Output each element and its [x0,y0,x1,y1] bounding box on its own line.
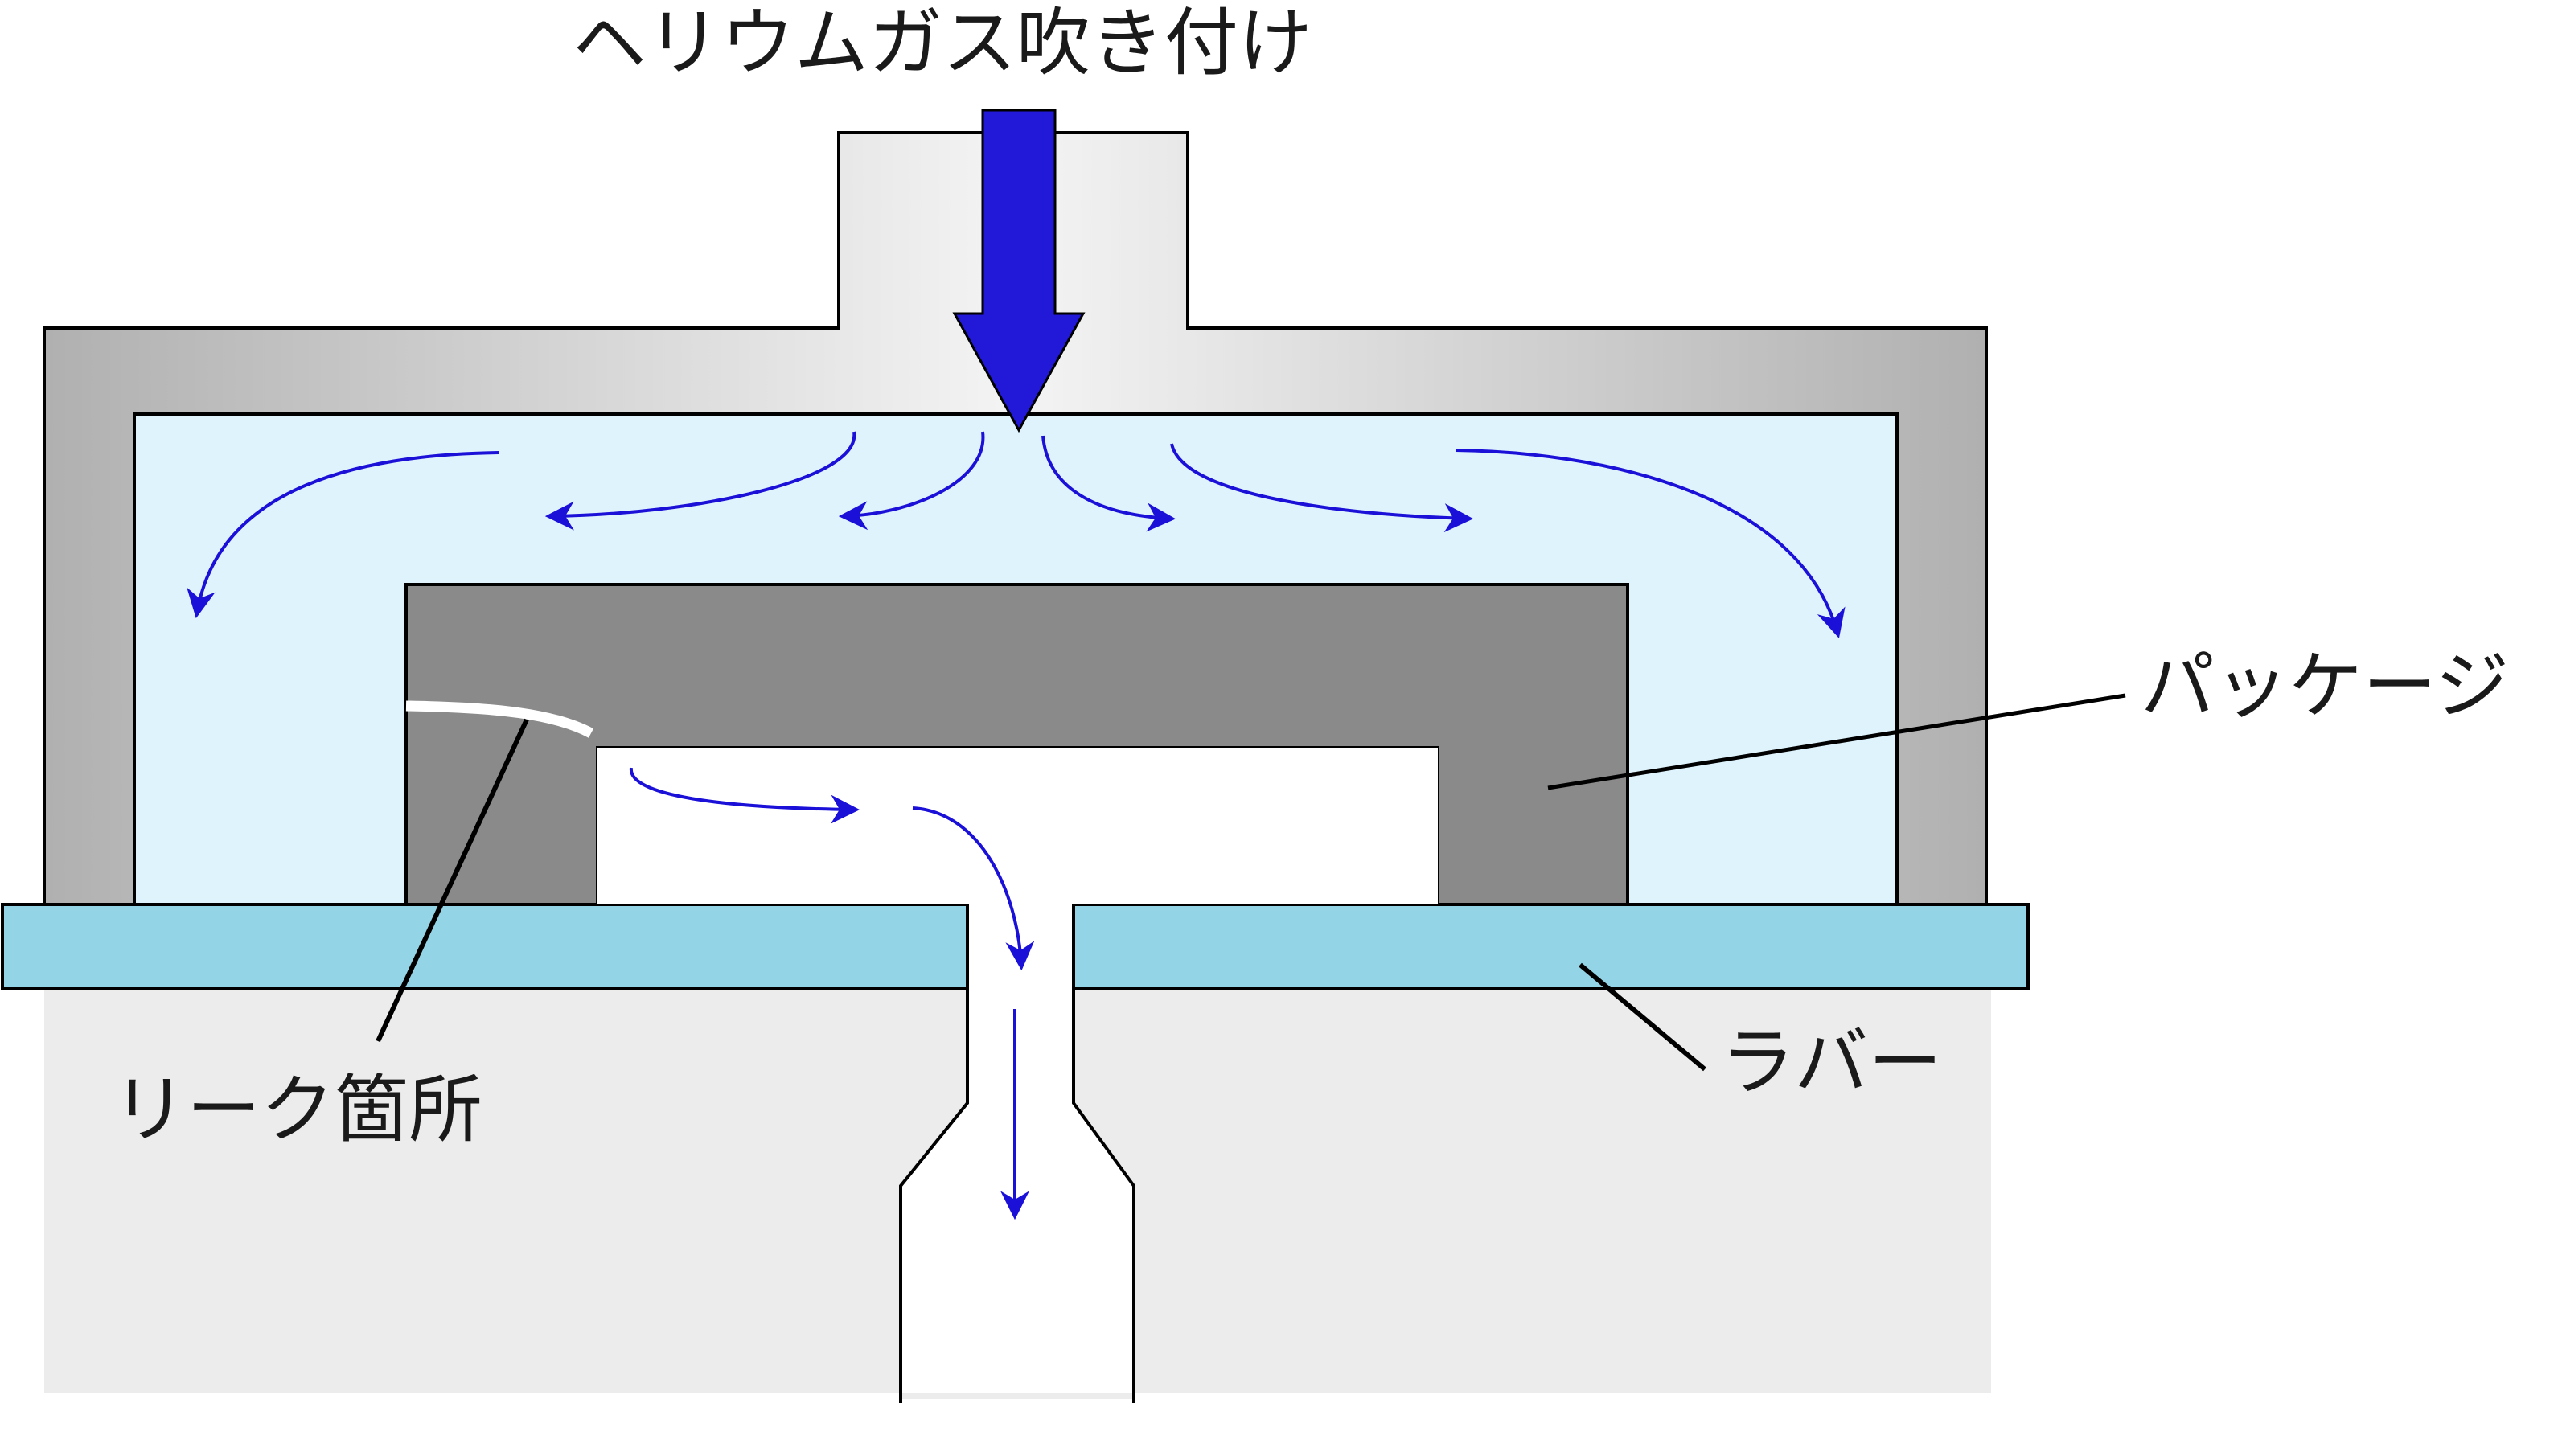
package-label: パッケージ [2141,643,2510,729]
helium-spray-label: ヘリウムガス吹き付け [573,0,1313,86]
rubber-callout-line [1579,962,1706,1072]
curved-arrow-icon [1455,449,1846,638]
curved-arrow-icon [1170,443,1474,533]
curved-arrow-icon [838,431,985,531]
exhaust-port-left-wall [899,989,969,1403]
curved-arrow-icon [187,451,499,619]
leak-flow-arrows [629,767,1035,1220]
down-arrow-icon [952,109,1086,433]
leak-path [405,700,594,738]
leak-point-label: リーク箇所 [113,1067,483,1153]
package-cavity [597,748,1438,904]
curved-arrow-icon [1041,435,1176,532]
curved-arrow-icon [544,431,856,531]
curved-arrow-icon [629,767,860,824]
rubber-label: ラバー [1721,1019,1943,1105]
exhaust-port-right-wall [1072,989,1135,1403]
curved-arrow-icon [912,806,1035,971]
rubber-gasket-right [1072,903,2030,990]
leak-callout-line [376,718,529,1043]
package-callout-line [1547,693,2126,790]
base-block [44,989,1991,1399]
helium-flow-arrows [187,431,1846,638]
rubber-gasket-left [1,903,969,990]
